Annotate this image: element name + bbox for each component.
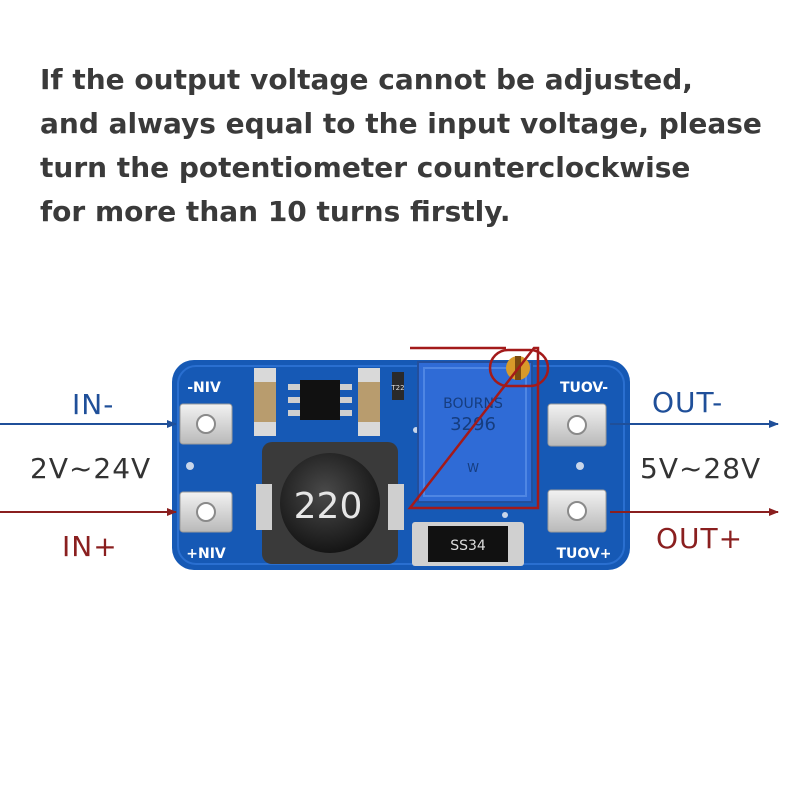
instruction-line-3: turn the potentiometer counterclockwise (40, 151, 691, 184)
pot-model: 3296 (450, 414, 496, 435)
instruction-line-2: and always equal to the input voltage, p… (40, 107, 762, 140)
label-output-range: 5V~28V (640, 452, 762, 485)
instruction-line-1: If the output voltage cannot be adjusted… (40, 63, 693, 96)
label-input-range: 2V~24V (30, 452, 152, 485)
potentiometer: BOURNS 3296 W (417, 361, 533, 503)
silk-vin-plus: +NIV (186, 546, 226, 562)
resistor-code: T22 (390, 384, 404, 392)
diode-ss34: SS34 (412, 522, 524, 566)
capacitor-left (254, 368, 276, 436)
diode-code: SS34 (450, 538, 486, 554)
silk-vout-minus: TUOV- (560, 380, 608, 396)
label-out-plus: OUT+ (656, 522, 744, 555)
silk-vout-plus: TUOV+ (556, 546, 611, 562)
instruction-text: If the output voltage cannot be adjusted… (40, 58, 800, 234)
screw-highlight (488, 348, 550, 388)
inductor: 220 (256, 442, 404, 564)
pad-vout-plus (547, 489, 607, 533)
pad-vin-minus (179, 403, 233, 445)
ic-chip (288, 380, 352, 420)
silk-vin-minus: -NIV (187, 380, 221, 396)
label-in-plus: IN+ (62, 530, 118, 563)
highlight-box (407, 346, 540, 510)
label-in-minus: IN- (72, 388, 115, 421)
pad-vout-minus (547, 403, 607, 447)
capacitor-right (358, 368, 380, 436)
inductor-code: 220 (294, 486, 363, 527)
pot-value: W (467, 461, 479, 475)
small-resistor: T22 (390, 372, 405, 400)
label-out-minus: OUT- (652, 386, 724, 419)
instruction-line-4: for more than 10 turns firstly. (40, 195, 511, 228)
pad-vin-plus (179, 491, 233, 533)
